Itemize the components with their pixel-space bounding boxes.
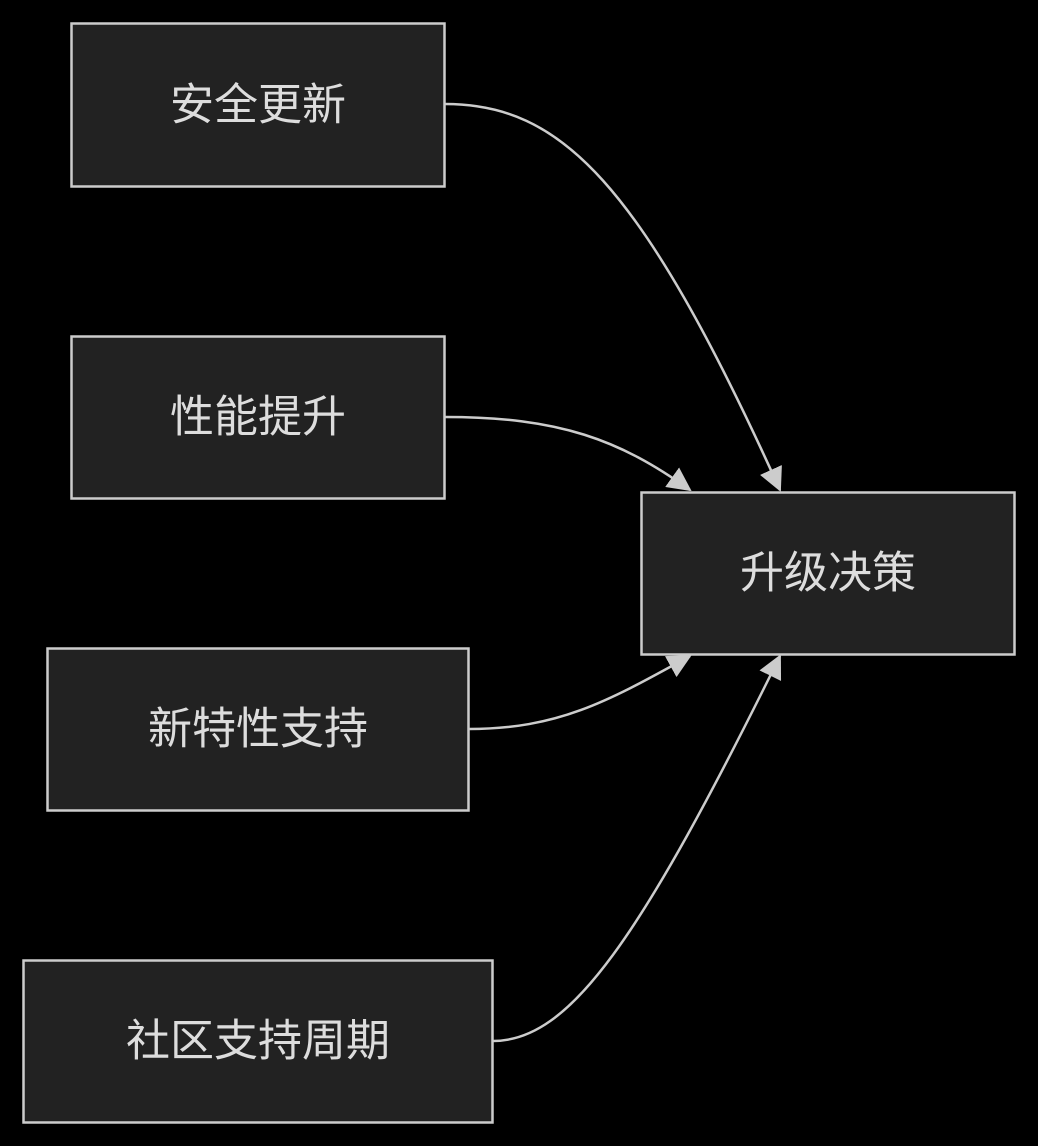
node-box [70,335,446,500]
node-label: 安全更新 [170,80,346,131]
edge-security-to-decision [444,102,782,492]
node-community-support-cycle: 社区支持周期 [22,959,494,1124]
node-performance-boost: 性能提升 [70,335,446,500]
node-box [46,647,470,812]
node-security-update: 安全更新 [70,22,446,188]
node-box [70,22,446,188]
node-label: 新特性支持 [148,704,368,755]
node-upgrade-decision: 升级决策 [640,491,1016,656]
node-new-feature-support: 新特性支持 [46,647,470,812]
node-label: 升级决策 [740,548,916,599]
edges [444,102,782,1043]
edge-community-to-decision [492,654,782,1043]
edge-performance-to-decision [444,415,692,492]
edge-features-to-decision [468,654,692,731]
node-label: 性能提升 [170,392,346,443]
node-box [640,491,1016,656]
node-label: 社区支持周期 [126,1016,390,1067]
node-box [22,959,494,1124]
